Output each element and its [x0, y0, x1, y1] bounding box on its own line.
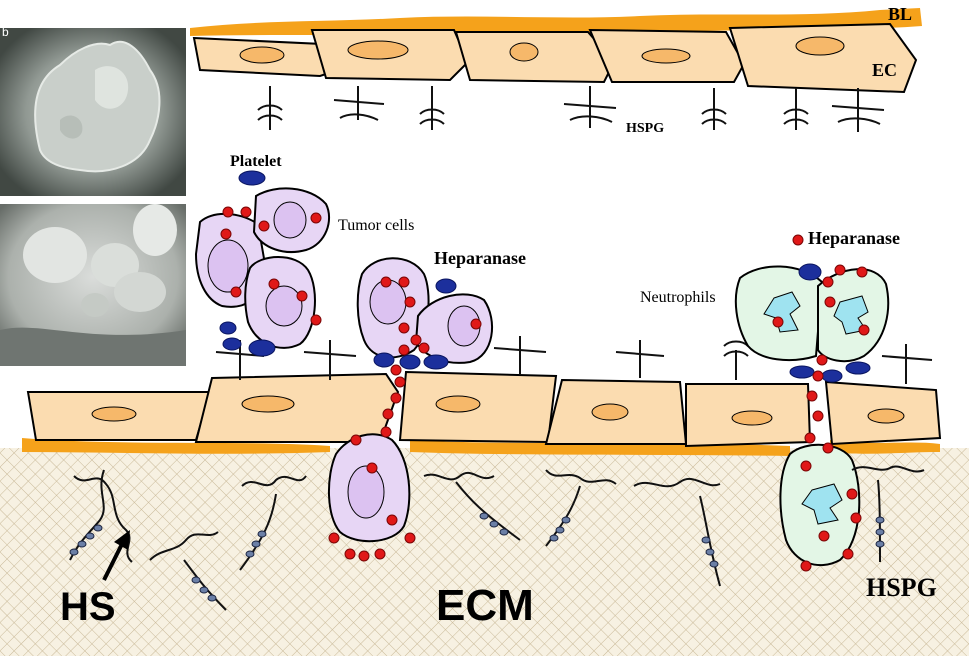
hs-arrow: [102, 530, 130, 581]
sem-micrograph-tumor-cell: b: [0, 25, 186, 196]
label-ec: EC: [872, 60, 897, 80]
label-platelet: Platelet: [230, 153, 282, 170]
platelet-icons: [219, 170, 871, 383]
tumor-cell-ecm: [328, 433, 411, 543]
neutrophils-upper: [734, 265, 890, 363]
label-hs: HS: [60, 585, 116, 629]
label-tumor-cells: Tumor cells: [338, 217, 414, 234]
neutrophil-ecm: [779, 443, 861, 567]
label-heparanase-left: Heparanase: [434, 248, 526, 268]
label-bl: BL: [888, 4, 912, 24]
label-hspg-top: HSPG: [626, 121, 664, 136]
endothelial-layer-top: [192, 22, 918, 94]
endothelial-layer-bottom: [26, 370, 942, 448]
hspg-chains-top: [257, 86, 885, 132]
svg-text:b: b: [2, 25, 9, 39]
basal-lamina-bottom: [22, 438, 940, 456]
tumor-cells-upper: [194, 187, 331, 349]
tumor-cells-middle: [356, 257, 494, 364]
hs-beads-ecm: [69, 512, 885, 602]
label-neutrophils: Neutrophils: [640, 289, 716, 306]
label-heparanase-right: Heparanase: [808, 228, 900, 248]
label-hspg-bottom: HSPG: [866, 573, 937, 602]
label-ecm: ECM: [436, 581, 534, 630]
heparanase-dot-icons: [220, 206, 870, 572]
hspg-chains-mid: [215, 336, 933, 384]
sem-micrograph-cell-cluster: [0, 204, 186, 366]
